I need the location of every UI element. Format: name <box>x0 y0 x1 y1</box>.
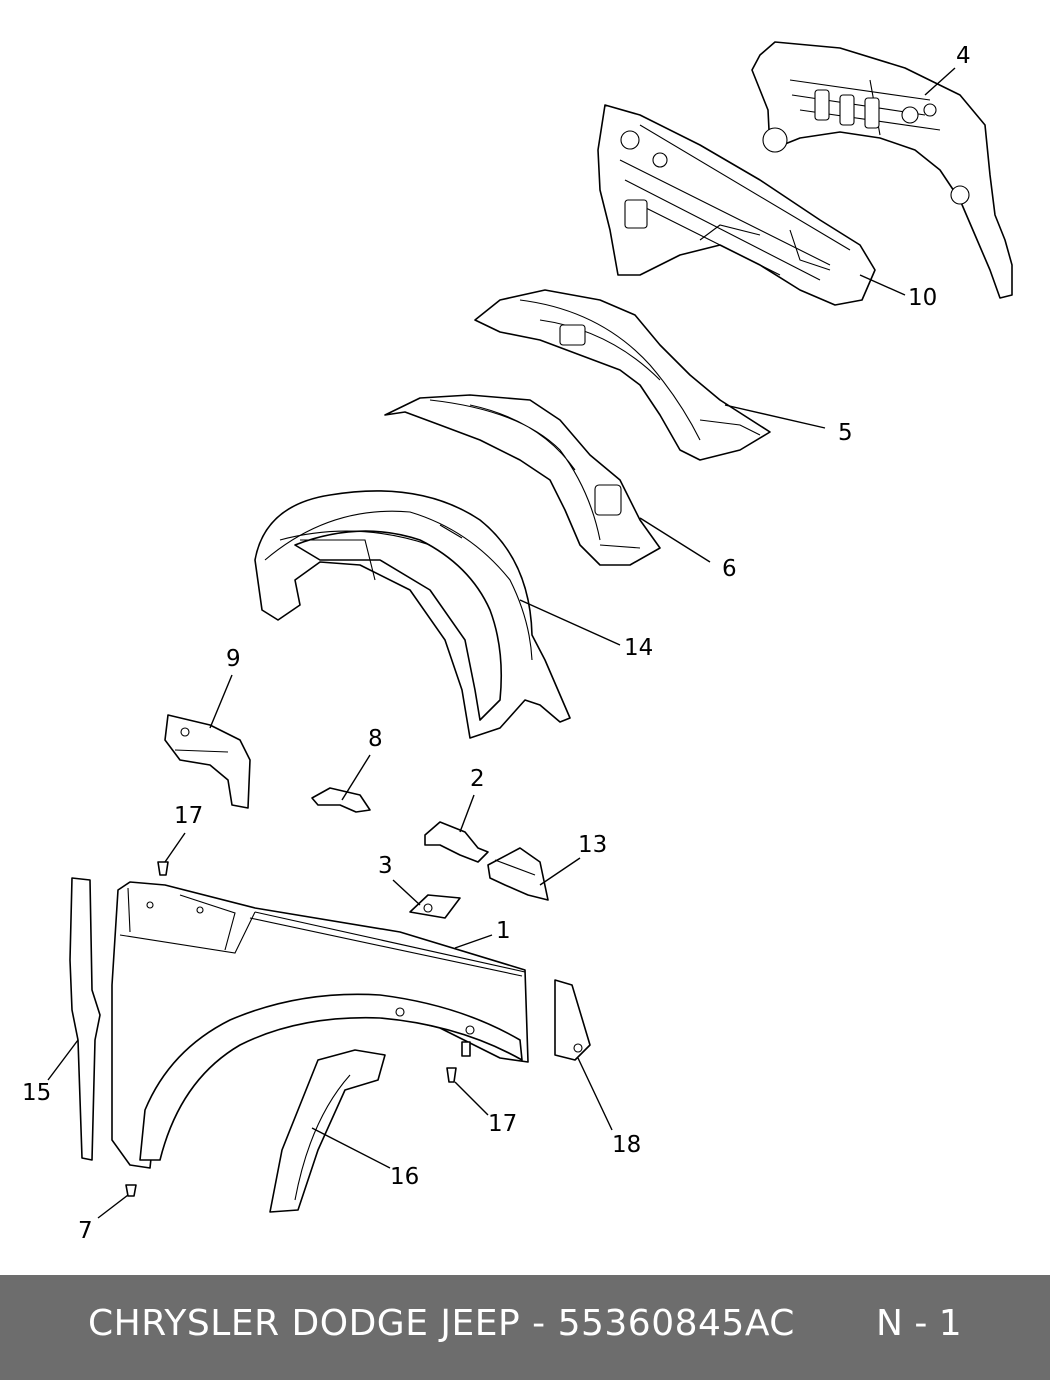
part-17-fastener-top <box>157 861 169 876</box>
part-15-seal <box>69 877 101 1161</box>
part-3-plate <box>409 894 461 919</box>
callout-15: 15 <box>22 1080 51 1106</box>
footer-bar: CHRYSLER DODGE JEEP - 55360845AC N - 1 <box>0 1275 1050 1380</box>
parts-diagram: 4 10 5 6 14 9 8 2 13 3 1 17 17 18 16 15 … <box>22 41 1013 1244</box>
callout-14: 14 <box>624 635 653 661</box>
callout-10: 10 <box>908 285 937 311</box>
callout-4: 4 <box>956 43 971 69</box>
callout-5: 5 <box>838 420 853 446</box>
part-10-cowl <box>597 104 876 306</box>
callout-8: 8 <box>368 726 383 752</box>
part-6-rail <box>384 394 661 566</box>
callout-13: 13 <box>578 832 607 858</box>
diagram-svg: 4 10 5 6 14 9 8 2 13 3 1 17 17 18 16 15 … <box>22 41 1013 1244</box>
part-7-clip <box>125 1184 137 1197</box>
part-14-wheelhouse-liner <box>254 490 571 739</box>
callout-17-lower: 17 <box>488 1111 517 1137</box>
callout-17-top: 17 <box>174 803 203 829</box>
page-label: N - 1 <box>876 1303 962 1344</box>
part-number-title: CHRYSLER DODGE JEEP - 55360845AC <box>88 1303 795 1344</box>
part-1-fender <box>111 881 529 1169</box>
part-8-bracket <box>311 787 371 813</box>
callout-1: 1 <box>496 918 511 944</box>
callout-2: 2 <box>470 766 485 792</box>
callout-16: 16 <box>390 1164 419 1190</box>
part-9-bracket <box>164 714 251 809</box>
part-17-fastener-lower <box>446 1041 471 1083</box>
callout-9: 9 <box>226 646 241 672</box>
callout-6: 6 <box>722 556 737 582</box>
part-18-bracket <box>554 979 591 1061</box>
callout-3: 3 <box>378 853 393 879</box>
leader-lines <box>47 67 956 1219</box>
part-13-block <box>487 847 549 901</box>
part-4-panel <box>751 41 1013 299</box>
part-16-flare <box>269 1049 386 1213</box>
part-5-rail <box>474 289 771 461</box>
part-2-bracket <box>424 821 489 863</box>
callout-18: 18 <box>612 1132 641 1158</box>
callout-7: 7 <box>78 1218 93 1244</box>
